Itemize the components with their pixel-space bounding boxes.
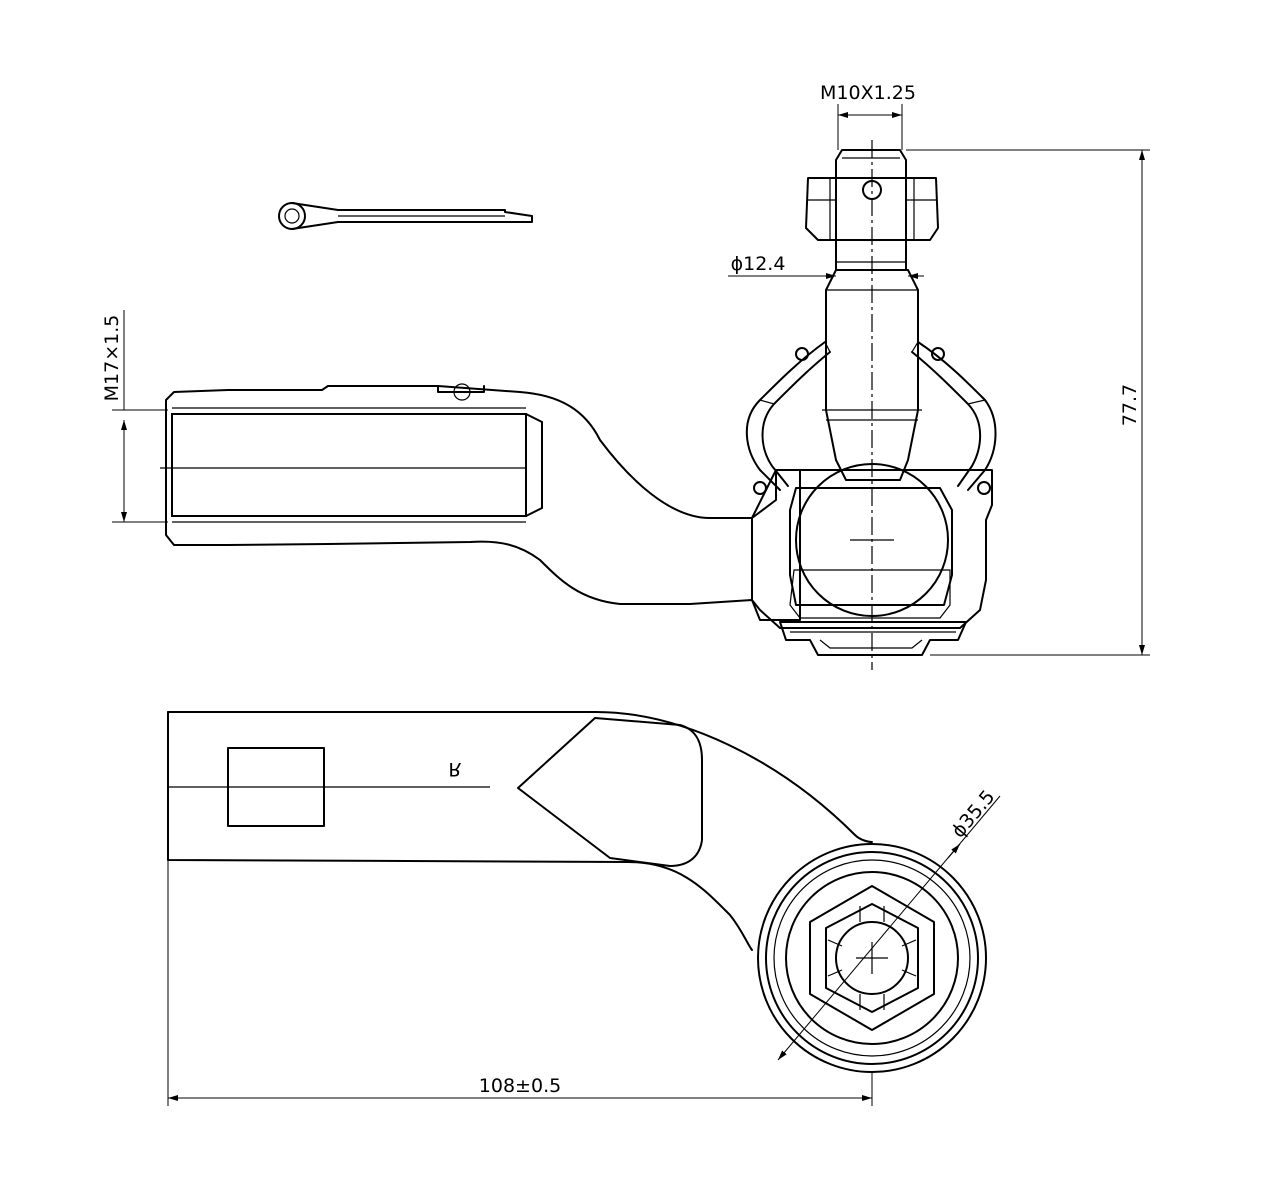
section-view	[160, 140, 997, 670]
dimension-stud-thread: M10X1.25	[820, 82, 916, 150]
body-thread-label: M17×1.5	[101, 315, 123, 402]
neck-diameter-label: ϕ12.4	[731, 253, 786, 275]
dimension-neck-diameter: ϕ12.4	[728, 253, 924, 279]
overall-length-label: 108±0.5	[479, 1075, 561, 1097]
cotter-pin	[278, 202, 533, 230]
side-marking-letter: R	[448, 758, 461, 780]
plan-view	[167, 710, 987, 1073]
dimension-overall-height: 77.7	[906, 149, 1150, 656]
housing-diameter-label: ϕ35.5	[947, 786, 999, 842]
dimension-overall-length: 108±0.5	[167, 860, 873, 1106]
dimension-body-thread: M17×1.5	[101, 310, 168, 523]
overall-height-label: 77.7	[1119, 384, 1141, 426]
stud-thread-label: M10X1.25	[820, 82, 916, 104]
